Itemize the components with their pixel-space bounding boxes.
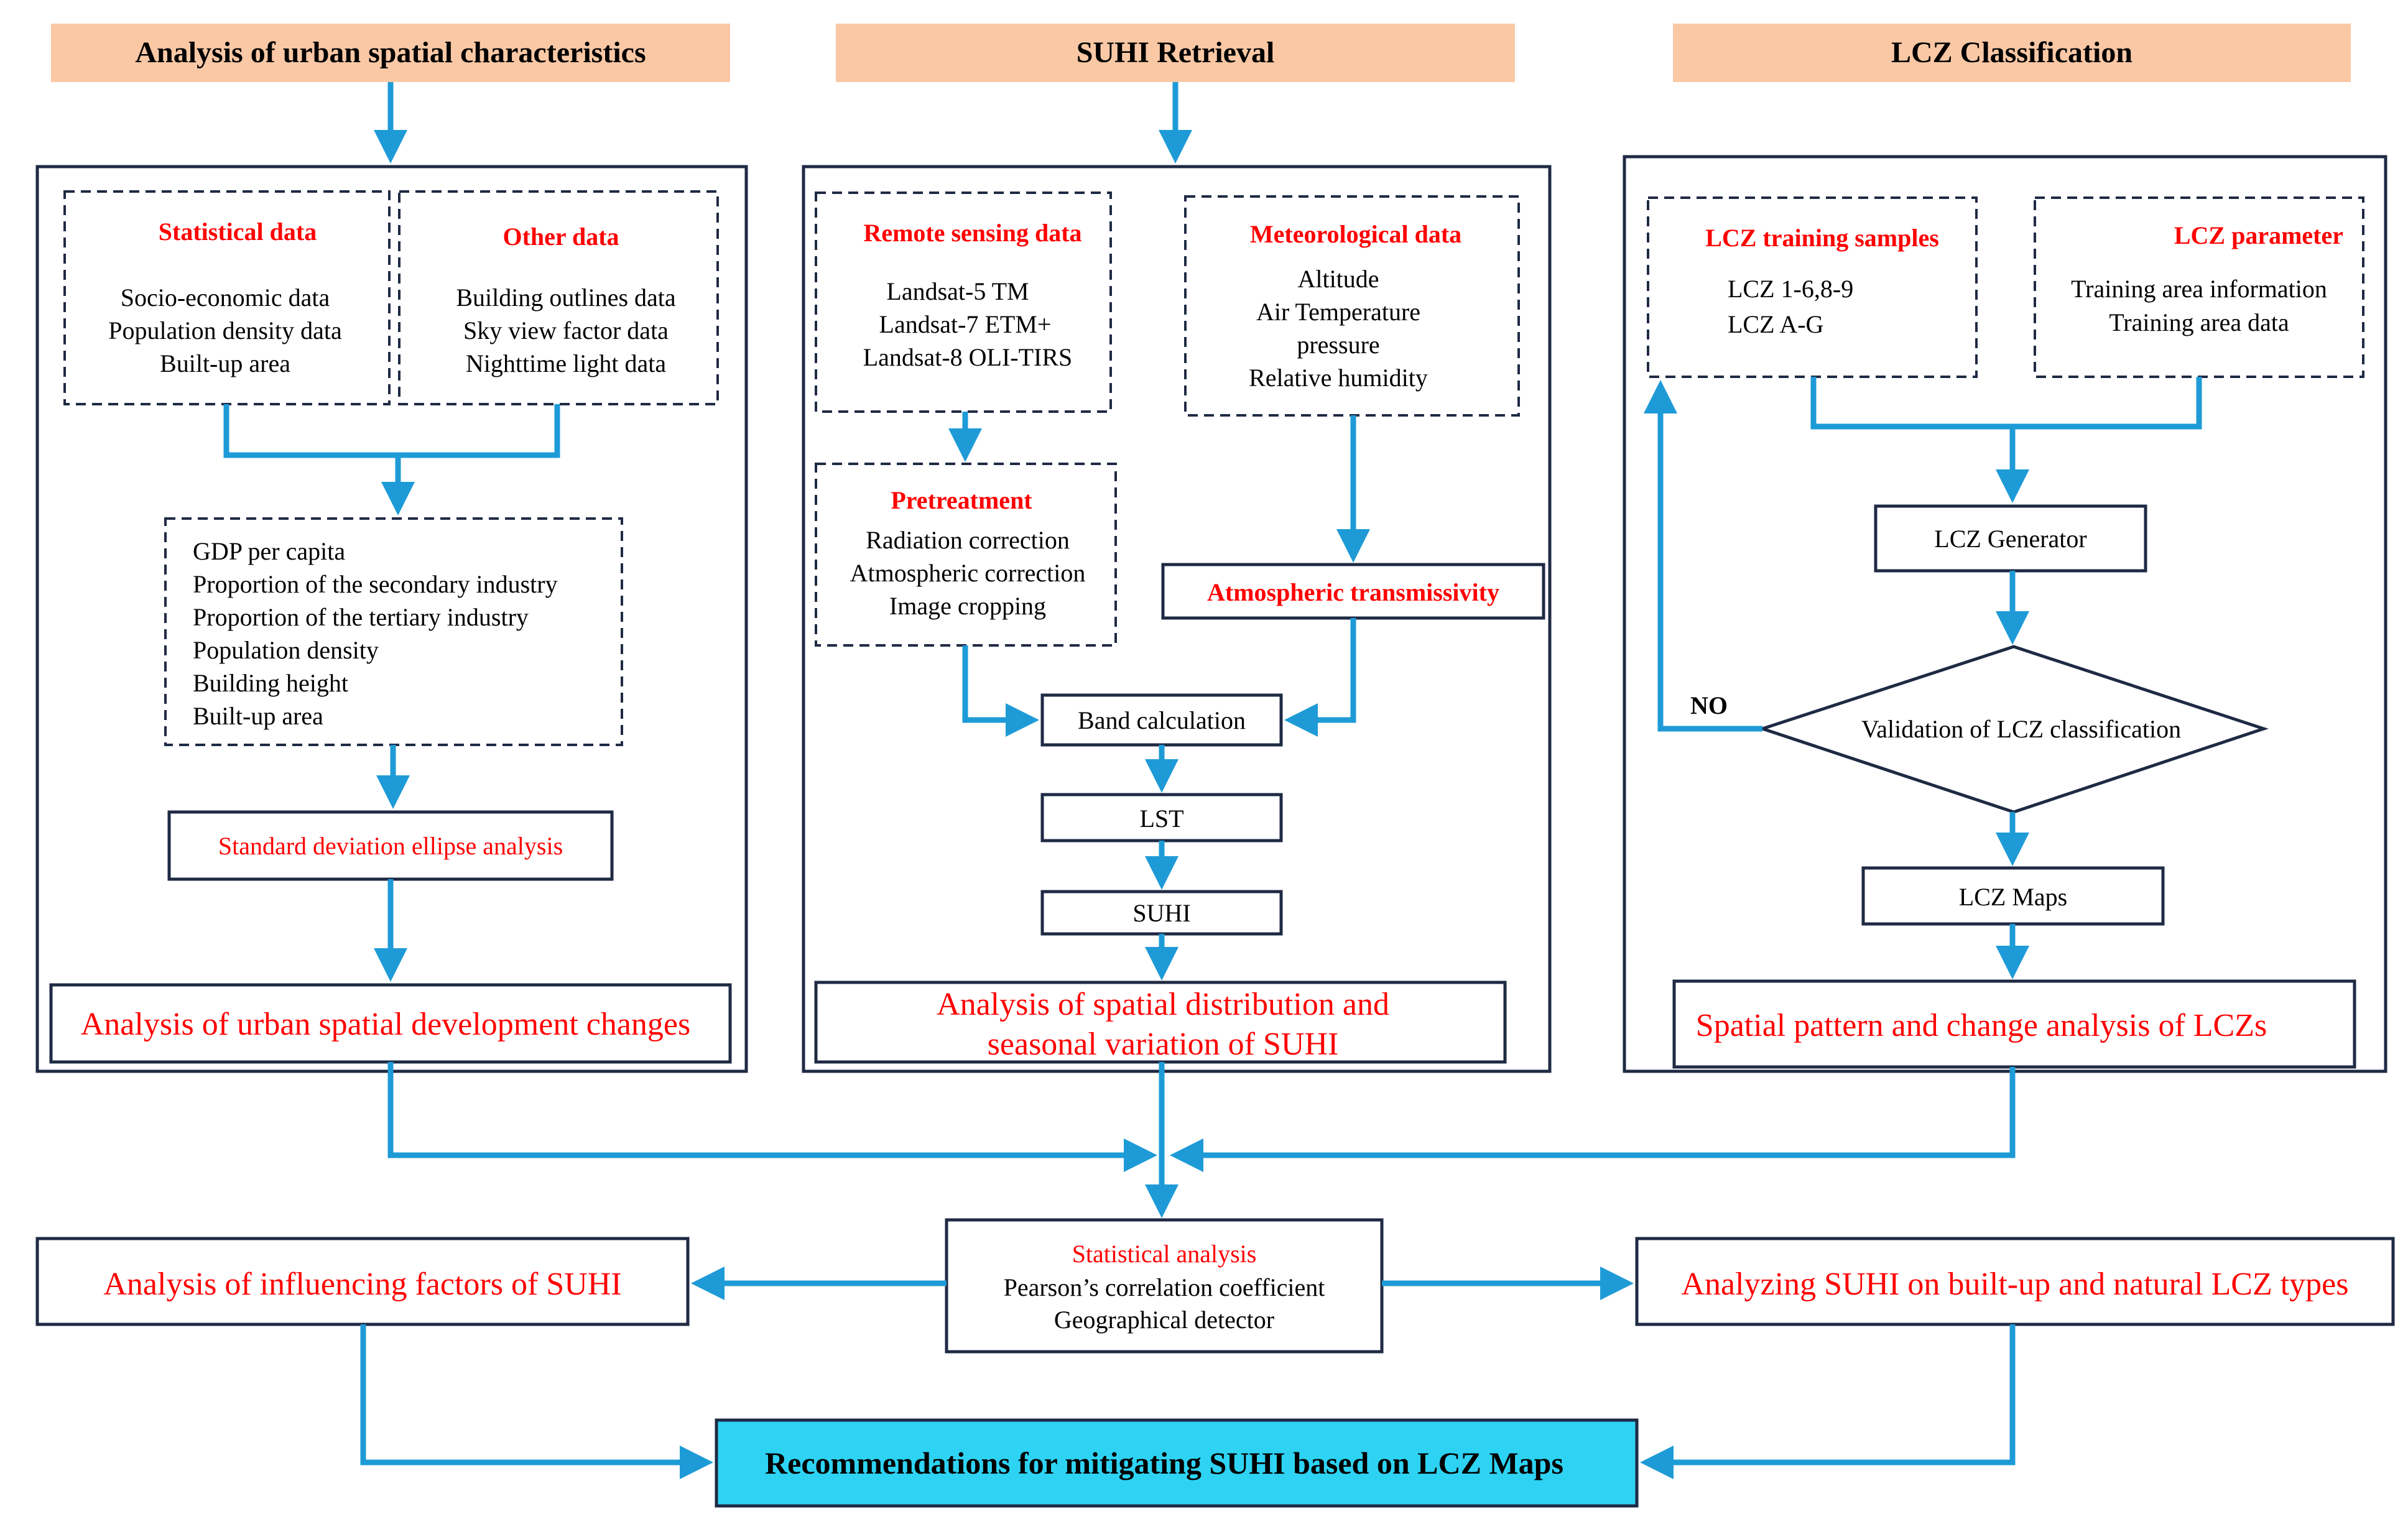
lcz-types-box: Analyzing SUHI on built-up and natural L… — [1635, 1237, 2395, 1326]
spatial-distribution-box: Analysis of spatial distribution and sea… — [814, 981, 1507, 1064]
meteorological-item: Altitude — [1297, 265, 1379, 293]
meteorological-box: Meteorological data Altitude Air Tempera… — [1184, 195, 1520, 417]
atmospheric-transmissivity-text: Atmospheric transmissivity — [1207, 578, 1499, 606]
statistical-data-title: Statistical data — [159, 218, 317, 246]
no-label: NO — [1690, 691, 1728, 719]
lcz-parameter-item: Training area information — [2071, 275, 2327, 303]
lst-text: LST — [1139, 805, 1183, 833]
lcz-types-text: Analyzing SUHI on built-up and natural L… — [1681, 1267, 2348, 1302]
remote-sensing-item: Landsat-5 TM — [886, 277, 1029, 305]
indicators-box: GDP per capita Proportion of the seconda… — [164, 517, 623, 746]
influencing-factors-text: Analysis of influencing factors of SUHI — [103, 1267, 621, 1302]
statistical-analysis-box: Statistical analysis Pearson’s correlati… — [945, 1218, 1384, 1354]
header-left-text: Analysis of urban spatial characteristic… — [135, 36, 646, 69]
urban-development-box: Analysis of urban spatial development ch… — [49, 983, 732, 1064]
lcz-training-samples-item: LCZ A-G — [1728, 310, 1823, 338]
meteorological-item: Relative humidity — [1249, 364, 1428, 392]
lcz-generator-box: LCZ Generator — [1874, 504, 2147, 573]
lcz-training-samples-item: LCZ 1-6,8-9 — [1728, 275, 1853, 303]
arrow-left-to-recommendations — [360, 1324, 713, 1479]
pretreatment-item: Image cropping — [889, 592, 1046, 620]
lcz-spatial-pattern-box: Spatial pattern and change analysis of L… — [1672, 979, 2356, 1069]
header-middle-text: SUHI Retrieval — [1077, 36, 1275, 69]
band-calculation-text: Band calculation — [1078, 706, 1246, 734]
validation-text: Validation of LCZ classification — [1861, 715, 2181, 743]
spatial-distribution-text: Analysis of spatial distribution and — [937, 987, 1389, 1022]
connectors — [223, 82, 2202, 1479]
lcz-maps-text: LCZ Maps — [1959, 883, 2067, 911]
other-data-item: Sky view factor data — [463, 316, 669, 344]
statistical-analysis-item: Geographical detector — [1054, 1306, 1274, 1334]
indicator-item: Proportion of the tertiary industry — [193, 603, 529, 631]
meteorological-title: Meteorological data — [1250, 220, 1461, 248]
arrow-right-to-recommendations — [1640, 1324, 2016, 1479]
meteorological-item: Air Temperature — [1256, 298, 1420, 326]
recommendations-text: Recommendations for mitigating SUHI base… — [765, 1446, 1563, 1480]
panel-right — [1623, 155, 2387, 1073]
other-data-item: Building outlines data — [456, 284, 676, 312]
indicator-item: GDP per capita — [193, 537, 345, 565]
arrow-atmospheric-to-band — [1284, 618, 1356, 737]
atmospheric-transmissivity-box: Atmospheric transmissivity — [1161, 563, 1545, 620]
lcz-parameter-item: Training area data — [2109, 308, 2289, 336]
remote-sensing-item: Landsat-8 OLI-TIRS — [863, 343, 1073, 371]
influencing-factors-box: Analysis of influencing factors of SUHI — [35, 1237, 690, 1326]
recommendations-box: Recommendations for mitigating SUHI base… — [715, 1418, 1639, 1508]
lcz-maps-box: LCZ Maps — [1861, 866, 2165, 926]
connector-right-merge — [1810, 377, 2202, 430]
ellipse-analysis-text: Standard deviation ellipse analysis — [218, 832, 563, 860]
connector-left-merge — [223, 404, 560, 458]
arrow-right-to-merge — [1170, 1067, 2016, 1172]
header-right-text: LCZ Classification — [1891, 36, 2132, 69]
arrow-left-to-merge — [387, 1062, 1157, 1172]
validation-diamond: Validation of LCZ classification — [1757, 645, 2269, 814]
header-middle: SUHI Retrieval — [836, 24, 1515, 82]
header-right: LCZ Classification — [1673, 24, 2351, 82]
indicator-item: Proportion of the secondary industry — [193, 570, 558, 598]
remote-sensing-title: Remote sensing data — [863, 219, 1081, 247]
suhi-text: SUHI — [1132, 899, 1190, 927]
pretreatment-item: Radiation correction — [866, 526, 1070, 554]
other-data-box: Other data Building outlines data Sky vi… — [398, 190, 719, 405]
statistical-data-item: Population density data — [108, 316, 342, 344]
statistical-data-item: Socio-economic data — [121, 284, 330, 312]
statistical-data-item: Built-up area — [160, 349, 290, 377]
urban-development-text: Analysis of urban spatial development ch… — [81, 1007, 691, 1042]
meteorological-item: pressure — [1297, 331, 1379, 359]
statistical-analysis-item: Pearson’s correlation coefficient — [1004, 1273, 1325, 1301]
other-data-item: Nighttime light data — [466, 349, 666, 377]
remote-sensing-box: Remote sensing data Landsat-5 TM Landsat… — [815, 192, 1112, 413]
lcz-generator-text: LCZ Generator — [1934, 525, 2086, 553]
lst-box: LST — [1040, 793, 1283, 842]
panel-middle — [802, 165, 1552, 1073]
remote-sensing-item: Landsat-7 ETM+ — [879, 310, 1052, 338]
header-left: Analysis of urban spatial characteristic… — [51, 24, 730, 82]
lcz-training-samples-title: LCZ training samples — [1705, 224, 1939, 252]
pretreatment-title: Pretreatment — [891, 486, 1032, 514]
pretreatment-item: Atmospheric correction — [850, 559, 1086, 587]
indicator-item: Building height — [193, 669, 348, 697]
pretreatment-box: Pretreatment Radiation correction Atmosp… — [815, 463, 1117, 647]
lcz-spatial-pattern-text: Spatial pattern and change analysis of L… — [1696, 1008, 2267, 1043]
spatial-distribution-text: seasonal variation of SUHI — [988, 1027, 1339, 1062]
band-calculation-box: Band calculation — [1040, 693, 1283, 747]
lcz-parameter-box: LCZ parameter Training area information … — [2034, 196, 2364, 378]
suhi-box: SUHI — [1040, 890, 1283, 936]
indicator-item: Population density — [193, 636, 379, 664]
other-data-title: Other data — [502, 223, 619, 251]
statistical-data-box: Statistical data Socio-economic data Pop… — [63, 190, 391, 405]
ellipse-analysis-box: Standard deviation ellipse analysis — [167, 810, 614, 881]
lcz-training-samples-box: LCZ training samples LCZ 1-6,8-9 LCZ A-G — [1647, 196, 1978, 378]
indicator-item: Built-up area — [193, 702, 323, 730]
lcz-parameter-title: LCZ parameter — [2174, 221, 2343, 249]
statistical-analysis-title: Statistical analysis — [1072, 1240, 1257, 1268]
arrow-no-loop — [1644, 380, 1762, 732]
arrow-pretreatment-to-band — [962, 645, 1039, 737]
